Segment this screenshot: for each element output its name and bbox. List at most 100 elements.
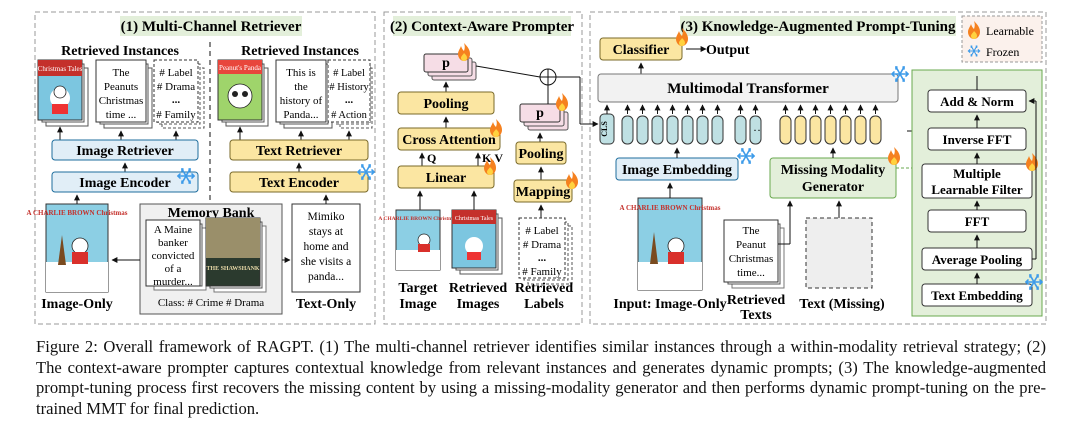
svg-text:Christmas: Christmas <box>729 253 774 265</box>
snowflake-icon <box>737 148 755 164</box>
linear-box <box>397 165 495 189</box>
section2-title-bg <box>393 16 571 36</box>
retrieved-labels-card: # Label # Drama ... # Family <box>518 217 573 285</box>
image-token <box>734 115 747 145</box>
cross-attention-box <box>397 127 501 151</box>
svg-text:time...: time... <box>737 267 765 279</box>
memory-bank-title: Memory Bank <box>168 206 255 221</box>
svg-text:# Label: # Label <box>159 67 192 79</box>
retrieved-text-card-2: This is the history of Panda... <box>275 59 333 129</box>
flame-icon <box>888 147 900 165</box>
input-label: Input: Image-Only <box>613 297 726 312</box>
text-token <box>869 115 882 145</box>
svg-text:Images: Images <box>457 297 500 312</box>
text-only-label: Text-Only <box>296 297 356 312</box>
svg-text:Generator: Generator <box>802 180 864 195</box>
retrieved-instances-left: Retrieved Instances <box>61 44 179 59</box>
text-retriever-label: Text Retriever <box>256 144 342 159</box>
svg-text:# History: # History <box>329 82 369 93</box>
section-context-aware-prompter: (2) Context-Aware Prompter p Pooling Cro… <box>378 11 583 325</box>
svg-text:# Label: # Label <box>525 225 558 237</box>
retrieved-texts-card: The Peanut Christmas time... <box>723 219 785 289</box>
image-token <box>621 115 634 145</box>
svg-text:Labels: Labels <box>524 297 564 312</box>
flame-icon <box>566 171 578 189</box>
target-image: A CHARLIE BROWN Christmas <box>378 209 458 271</box>
pooling-top-box <box>397 91 495 115</box>
svg-text:...: ... <box>538 252 547 264</box>
svg-text:# Family: # Family <box>522 266 562 278</box>
text-encoder-box <box>229 171 369 193</box>
svg-text:Christmas: Christmas <box>99 95 144 107</box>
image-token <box>749 115 762 145</box>
legend-frozen: Frozen <box>986 45 1019 59</box>
q-label: Q <box>427 151 436 165</box>
flame-icon <box>458 43 470 61</box>
retrieved-poster-right: Peanut's Panda <box>217 59 269 127</box>
svg-text:# Drama: # Drama <box>157 81 195 93</box>
text-encoder-label: Text Encoder <box>259 176 339 191</box>
section3-title: (3) Knowledge-Augmented Prompt-Tuning <box>680 19 956 35</box>
svg-text:Learnable Filter: Learnable Filter <box>931 182 1023 197</box>
svg-text:Texts: Texts <box>740 308 772 323</box>
flame-icon <box>490 119 502 137</box>
retrieved-label-card-1: # Label # Drama ... # Family <box>153 59 205 129</box>
svg-text:Peanuts: Peanuts <box>104 81 138 93</box>
svg-text:home and: home and <box>303 241 348 253</box>
text-token <box>779 115 792 145</box>
svg-text:stays at: stays at <box>309 226 344 238</box>
query-text-card: Mimiko stays at home and she visits a pa… <box>291 203 361 293</box>
memory-class: Class: # Crime # Drama <box>158 297 264 309</box>
svg-text:# Drama: # Drama <box>523 239 561 251</box>
svg-text:convicted: convicted <box>152 250 195 262</box>
framework-diagram: (1) Multi-Channel Retriever Retrieved In… <box>27 11 1047 325</box>
mmt-label: Multimodal Transformer <box>667 81 829 97</box>
text-missing-box <box>805 217 873 289</box>
text-missing-label: Text (Missing) <box>799 297 885 312</box>
text-embedding-label: Text Embedding <box>931 288 1023 303</box>
image-only-label: Image-Only <box>41 297 113 312</box>
svg-text:she visits a: she visits a <box>301 256 351 268</box>
section1-title-bg <box>120 16 302 36</box>
svg-text:...: ... <box>345 94 354 106</box>
svg-text:The: The <box>112 67 129 79</box>
svg-text:The: The <box>742 225 759 237</box>
classifier-label: Classifier <box>613 43 670 58</box>
image-encoder-box <box>51 171 199 193</box>
section3-title-bg <box>680 16 956 36</box>
retrieved-poster-left-title: Christmas Tales <box>38 65 83 73</box>
linear-label: Linear <box>426 171 466 186</box>
figure-caption: Figure 2: Overall framework of RAGPT. (1… <box>36 337 1046 418</box>
retrieved-instances-right: Retrieved Instances <box>241 44 359 59</box>
svg-text:p: p <box>442 56 450 71</box>
input-poster: A CHARLIE BROWN Christmas <box>620 197 721 291</box>
image-token <box>681 115 694 145</box>
svg-text:time ...: time ... <box>106 109 137 121</box>
pooling-top-label: Pooling <box>423 97 468 112</box>
svg-text:# Label: # Label <box>333 68 365 79</box>
generator-detail-panel: Add & Norm Inverse FFT Multiple Learnabl… <box>896 69 1043 317</box>
image-token <box>651 115 664 145</box>
svg-text:# Action: # Action <box>331 110 368 121</box>
retrieved-text-card-1: The Peanuts Christmas time ... <box>95 59 153 129</box>
target-poster-title: A CHARLIE BROWN Christmas <box>378 216 457 222</box>
text-token <box>824 115 837 145</box>
image-token <box>636 115 649 145</box>
svg-text:panda...: panda... <box>308 271 344 283</box>
section2-frame <box>383 11 583 325</box>
pooling-right-label: Pooling <box>518 147 563 162</box>
svg-text:Retrieved: Retrieved <box>727 293 786 308</box>
fft-label: FFT <box>965 214 990 229</box>
image-token <box>696 115 709 145</box>
retrieved-poster-title: Christmas Tales <box>455 216 494 222</box>
section-knowledge-augmented-prompt-tuning: (3) Knowledge-Augmented Prompt-Tuning Le… <box>475 11 1047 325</box>
text-token <box>839 115 852 145</box>
add-norm-label: Add & Norm <box>940 94 1014 109</box>
svg-text:# Family: # Family <box>156 109 196 121</box>
image-retriever-label: Image Retriever <box>76 144 174 159</box>
connector <box>475 65 541 78</box>
mapping-label: Mapping <box>516 185 570 200</box>
token-sequence: CLS ·· <box>599 113 882 145</box>
flame-icon <box>556 93 568 111</box>
